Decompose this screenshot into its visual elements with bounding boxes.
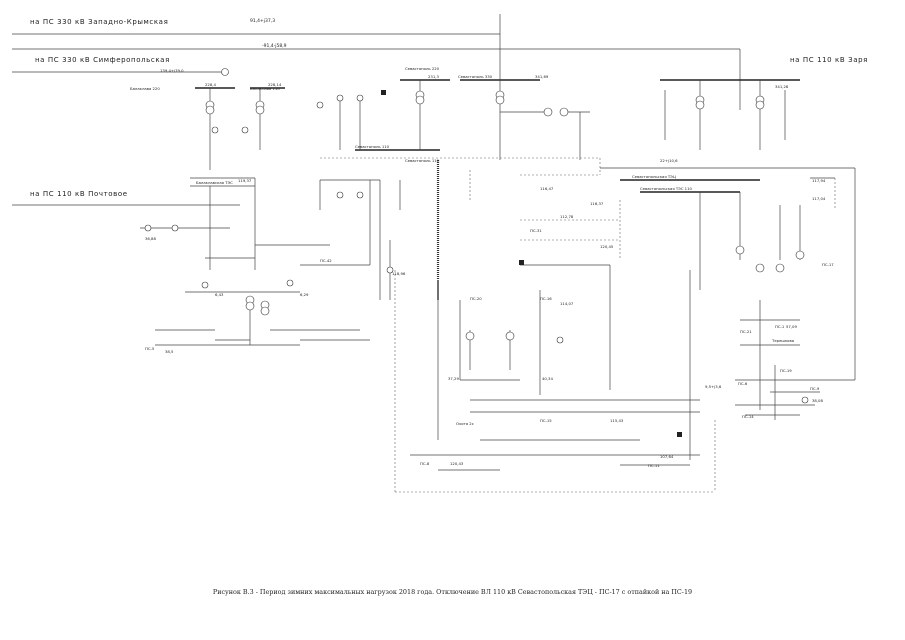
label-ps-11: ПС-11 — [648, 463, 660, 468]
value-ps-15-v: 40,34 — [542, 376, 553, 381]
left-distribution — [12, 101, 401, 300]
value-mid-bus-2: 112,78 — [560, 214, 574, 219]
value-left-1: 6,43 — [215, 292, 224, 297]
label-ps-42: ПС-42 — [320, 258, 332, 263]
main-110kv-network — [320, 157, 856, 380]
label-sevastopol-110: Севастополь 110 — [355, 144, 390, 149]
label-ps-19: ПС-19 — [780, 368, 792, 373]
value-tets-bus-1: 117,94 — [812, 178, 826, 183]
value-ps-5-v: 38,5 — [165, 349, 174, 354]
sevastopol-330-node — [336, 49, 590, 160]
generator-block-3 — [677, 432, 682, 437]
value-left-2: 6,29 — [300, 292, 309, 297]
generator-block-1 — [381, 90, 386, 95]
value-balaklava-110-v: 228,14 — [268, 82, 282, 87]
misc-dashed-lines — [469, 170, 621, 260]
value-mid-bus-3: 120,45 — [600, 244, 614, 249]
label-tereshkova: Терешкова — [771, 338, 794, 343]
value-ps-11-v: 107,64 — [660, 454, 674, 459]
value-balaklava-bus: 119,37 — [238, 178, 252, 183]
label-ps-20: ПС-20 — [470, 296, 482, 301]
feeder-label-zapadno-krymskaya: на ПС 330 кВ Западно-Крымская — [30, 18, 168, 26]
label-balaklava-220: Балаклава 220 — [130, 86, 160, 91]
right-lower — [735, 300, 855, 420]
value-ps-16-v: 114,07 — [560, 301, 574, 306]
label-ps-31: ПС-31 — [530, 228, 542, 233]
label-ps-15: ПС-15 — [540, 418, 552, 423]
label-balaklavskaya-tes: Балаклавская ТЭС — [196, 180, 233, 185]
label-sevastopol-110-2: Севастополь 110 — [405, 158, 440, 163]
value-ps-15-bus: 115,43 — [610, 418, 624, 423]
flow-label-top-1: 91,4+j37,3 — [250, 18, 275, 24]
label-ps-5: ПС-5 — [145, 346, 155, 351]
value-ps-9-v: 38,08 — [812, 398, 823, 403]
value-ps-20-v: 37,29 — [448, 376, 459, 381]
value-balaklava-220-v: 228,4 — [205, 82, 216, 87]
central-lower — [394, 260, 716, 493]
label-sevastopol-220: Севастополь 220 — [405, 66, 440, 71]
label-ps-1: ПС-1 — [775, 324, 785, 329]
label-ps-17: ПС-17 — [822, 262, 834, 267]
label-balaklava-110: Балаклава 110 — [250, 86, 280, 91]
value-left-bus: 36,88 — [145, 236, 156, 241]
feeder-label-zarya: на ПС 110 кВ Заря — [790, 56, 868, 64]
label-ps-6: ПС-6 — [738, 381, 748, 386]
label-ps-14: ПС-14 — [742, 414, 754, 419]
value-lower-1: 120,43 — [450, 461, 464, 466]
label-ochota: Охота 2с — [456, 421, 474, 426]
figure-caption: Рисунок В.3 - Период зимних максимальных… — [212, 588, 693, 596]
value-right-flow: 9,5+j3,6 — [705, 384, 722, 389]
balaklava-node — [190, 68, 285, 270]
lower-left — [155, 295, 370, 346]
value-mid-bus: 116,47 — [540, 186, 554, 191]
label-sevastopol-330: Севастополь 330 — [458, 74, 493, 79]
value-ps-31-v: 116,37 — [590, 201, 604, 206]
value-sev-220-v: 231,3 — [428, 74, 439, 79]
label-sevastopolskaya-tets: Севастопольская ТЭЦ — [632, 174, 676, 179]
generator-block-2 — [519, 260, 524, 265]
flow-label-top-2: -91,4-j58,9 — [262, 43, 287, 49]
value-zarya-v: 341,28 — [775, 84, 789, 89]
value-sev-330-v: 341,69 — [535, 74, 549, 79]
label-ps-9: ПС-9 — [810, 386, 820, 391]
feeder-label-simferopolskaya: на ПС 330 кВ Симферопольская — [35, 56, 170, 64]
value-tets-bus-2: 117,04 — [812, 196, 826, 201]
label-ps-8: ПС-8 — [420, 461, 430, 466]
zarya-node — [660, 79, 800, 150]
value-ps-1-v: 57,09 — [786, 324, 797, 329]
value-flow-tets: 22+j10,6 — [660, 158, 678, 163]
feeder-label-pochtovoe: на ПС 110 кВ Почтовое — [30, 190, 128, 198]
label-ps-21: ПС-21 — [740, 329, 752, 334]
value-ps-42-v: 118,96 — [392, 271, 406, 276]
label-sevastopolskaya-tes-110: Севастопольская ТЭС 110 — [640, 186, 693, 191]
value-balaklava-flow: 139,4+j79,0 — [160, 68, 184, 73]
label-ps-16: ПС-16 — [540, 296, 552, 301]
